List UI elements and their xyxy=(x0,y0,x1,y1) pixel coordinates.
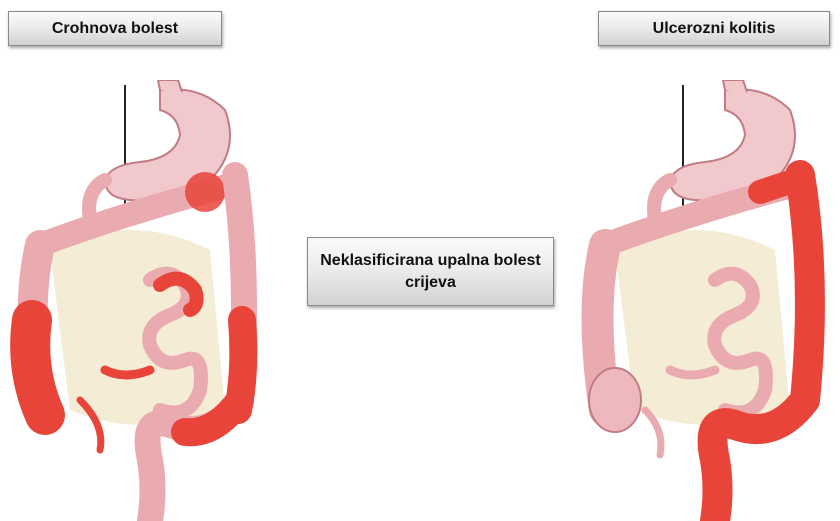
uc-digestive-illustration xyxy=(575,80,825,521)
cecum-inflamed xyxy=(30,320,45,415)
ulcerative-colitis-label-text: Ulcerozni kolitis xyxy=(653,18,776,40)
unclassified-ibd-label-text: Neklasificirana upalna bolest crijeva xyxy=(318,250,543,294)
sigmoid-rectum-inflamed xyxy=(713,400,806,521)
crohn-disease-label: Crohnova bolest xyxy=(8,11,222,46)
ulcerative-colitis-label: Ulcerozni kolitis xyxy=(598,11,830,46)
cecum xyxy=(589,368,641,432)
descending-colon-inflamed xyxy=(800,175,810,400)
terminal-ileum xyxy=(105,370,150,375)
crohn-disease-label-text: Crohnova bolest xyxy=(52,18,178,40)
crohn-digestive-illustration xyxy=(10,80,260,521)
transverse-inflamed-patch xyxy=(185,172,225,212)
terminal-ileum xyxy=(670,370,715,375)
unclassified-ibd-label: Neklasificirana upalna bolest crijeva xyxy=(307,237,554,306)
